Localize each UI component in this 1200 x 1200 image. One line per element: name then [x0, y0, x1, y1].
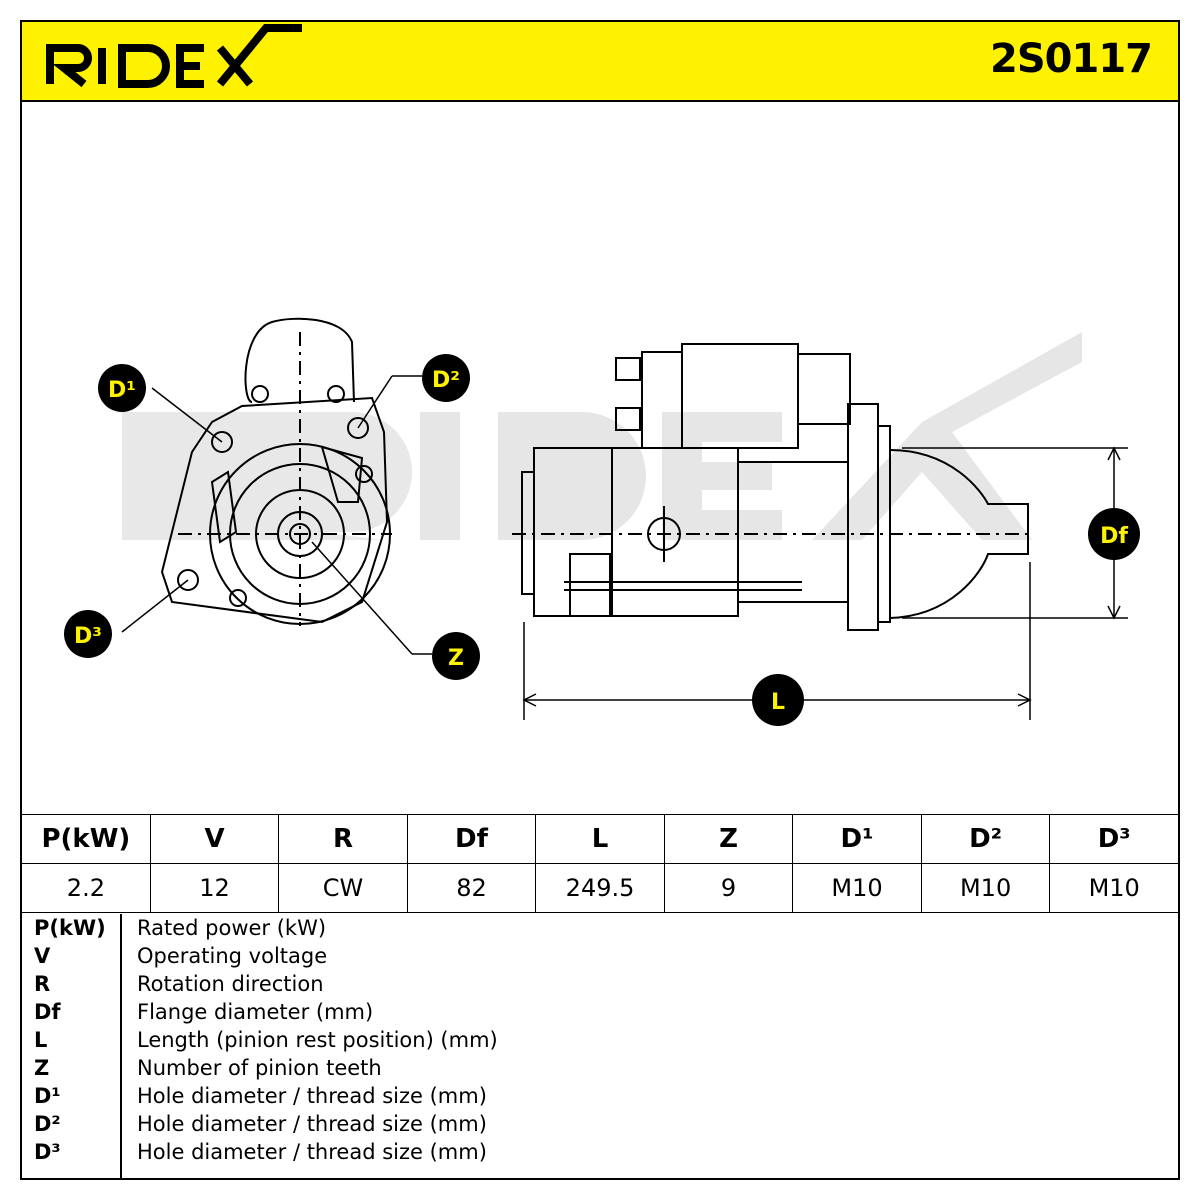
spec-value-cell: M10	[792, 863, 922, 913]
legend-symbol: D²	[34, 1112, 61, 1136]
spec-header-cell: Z	[663, 814, 794, 864]
legend-row: P(kW) Rated power (kW)	[22, 914, 1178, 942]
legend-row: D² Hole diameter / thread size (mm)	[22, 1110, 1178, 1138]
legend-row: Z Number of pinion teeth	[22, 1054, 1178, 1082]
spec-value-row: 2.2 12 CW 82 249.5 9 M10 M10 M10	[22, 863, 1178, 913]
part-number: 2S0117	[990, 36, 1153, 82]
legend-symbol: V	[34, 944, 51, 968]
spec-header-cell: R	[278, 814, 408, 864]
callout-df-label: Df	[1100, 524, 1128, 549]
callout-l-badge: L	[752, 674, 804, 726]
spec-value-cell: 12	[149, 863, 280, 913]
watermark	[122, 332, 1082, 540]
spec-value-cell: 9	[663, 863, 794, 913]
legend-divider	[120, 914, 122, 1178]
technical-drawing: D¹ D² D³ Z Df L	[64, 317, 1140, 726]
legend-description: Hole diameter / thread size (mm)	[137, 1084, 487, 1108]
legend-description: Hole diameter / thread size (mm)	[137, 1140, 487, 1164]
callout-d1-badge: D¹	[98, 364, 146, 412]
ridex-logo	[46, 24, 302, 88]
spec-value-cell: 2.2	[22, 863, 151, 913]
callout-z-badge: Z	[432, 632, 480, 680]
legend-row: Df Flange diameter (mm)	[22, 998, 1178, 1026]
callout-d1-label: D¹	[108, 378, 136, 403]
legend-symbol: Df	[34, 1000, 61, 1024]
callout-l-label: L	[771, 690, 785, 715]
callout-d3-badge: D³	[64, 610, 112, 658]
legend: P(kW) Rated power (kW) V Operating volta…	[22, 914, 1178, 1178]
spec-header-cell: P(kW)	[22, 814, 151, 864]
spec-header-cell: L	[535, 814, 665, 864]
spec-value-cell: M10	[1049, 863, 1178, 913]
datasheet-frame: 2S0117	[20, 20, 1180, 1180]
legend-description: Operating voltage	[137, 944, 328, 968]
legend-row: L Length (pinion rest position) (mm)	[22, 1026, 1178, 1054]
front-view	[160, 317, 392, 626]
spec-value-cell: 249.5	[535, 863, 665, 913]
callout-d2-label: D²	[432, 368, 460, 393]
spec-table: P(kW) V R Df L Z D¹ D² D³ 2.2 12 CW 82 2…	[22, 814, 1178, 913]
spec-header-row: P(kW) V R Df L Z D¹ D² D³	[22, 814, 1178, 864]
legend-row: R Rotation direction	[22, 970, 1178, 998]
legend-symbol: L	[34, 1028, 48, 1052]
spec-header-cell: Df	[406, 814, 537, 864]
legend-description: Hole diameter / thread size (mm)	[137, 1112, 487, 1136]
legend-symbol: R	[34, 972, 51, 996]
legend-symbol: P(kW)	[34, 916, 106, 940]
legend-symbol: D¹	[34, 1084, 61, 1108]
spec-header-cell: D¹	[792, 814, 922, 864]
legend-row: D¹ Hole diameter / thread size (mm)	[22, 1082, 1178, 1110]
spec-value-cell: 82	[406, 863, 537, 913]
legend-description: Length (pinion rest position) (mm)	[137, 1028, 498, 1052]
spec-header-cell: V	[149, 814, 280, 864]
callout-z-label: Z	[448, 646, 464, 671]
callout-df-badge: Df	[1088, 508, 1140, 560]
callout-d3-label: D³	[74, 624, 102, 649]
legend-description: Number of pinion teeth	[137, 1056, 382, 1080]
legend-symbol: Z	[34, 1056, 50, 1080]
legend-description: Flange diameter (mm)	[137, 1000, 374, 1024]
spec-value-cell: M10	[920, 863, 1051, 913]
callout-d2-badge: D²	[422, 354, 470, 402]
header-bar: 2S0117	[22, 22, 1178, 102]
legend-row: V Operating voltage	[22, 942, 1178, 970]
spec-value-cell: CW	[278, 863, 408, 913]
spec-header-cell: D³	[1049, 814, 1178, 864]
spec-header-cell: D²	[920, 814, 1051, 864]
legend-symbol: D³	[34, 1140, 61, 1164]
legend-description: Rated power (kW)	[137, 916, 327, 940]
legend-row: D³ Hole diameter / thread size (mm)	[22, 1138, 1178, 1166]
legend-description: Rotation direction	[137, 972, 324, 996]
side-view	[512, 343, 1034, 631]
